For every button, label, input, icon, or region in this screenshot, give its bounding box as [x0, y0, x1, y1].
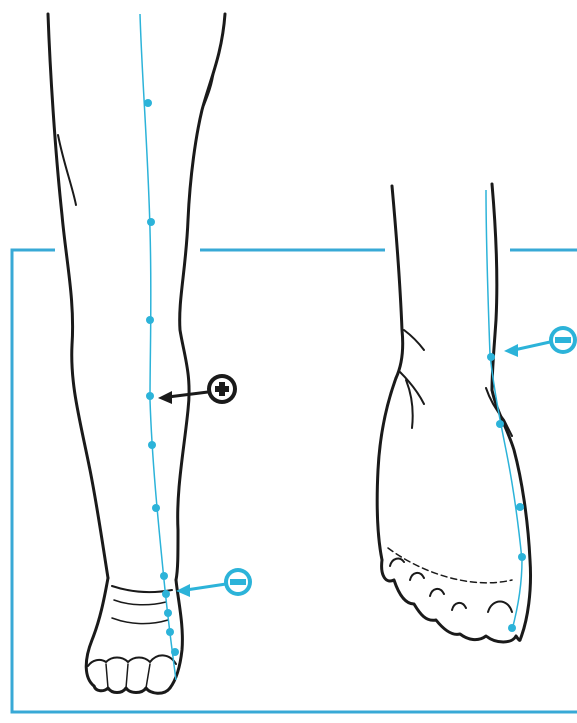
leg-meridian	[140, 14, 179, 680]
minus-marker-ankle	[176, 568, 252, 597]
toes-front	[94, 686, 170, 693]
foot-outline-left	[377, 378, 396, 560]
toe-base-line	[388, 548, 512, 583]
leg-outline-right	[176, 14, 225, 580]
foot-acupoint	[496, 420, 504, 428]
leg-acupoint	[166, 628, 174, 636]
foot-top-view	[377, 184, 530, 642]
foot-acupoint	[508, 624, 516, 632]
leg-acupoint	[171, 648, 179, 656]
leg-acupoint	[146, 316, 154, 324]
toes-tips	[88, 655, 176, 666]
toe-lines	[106, 664, 150, 688]
foot-acupoint	[487, 353, 495, 361]
leg-front-view	[48, 14, 225, 693]
leg-acupoint	[162, 590, 170, 598]
foot-meridian-line	[486, 190, 522, 630]
ankle-strap	[112, 586, 172, 592]
plus-marker	[158, 374, 237, 404]
shin-left	[392, 186, 403, 378]
foot-meridian	[486, 190, 526, 632]
leg-acupoints	[144, 99, 179, 656]
leg-acupoint	[164, 609, 172, 617]
leg-outline-left	[48, 14, 108, 578]
foot-acupoint	[516, 503, 524, 511]
instep-lines	[406, 380, 512, 436]
ankle-left	[86, 578, 108, 686]
ankle-fold	[112, 600, 168, 624]
leg-acupoint	[160, 572, 168, 580]
minus-icon	[555, 337, 571, 343]
minus-marker-foot	[504, 326, 577, 357]
leg-acupoint	[152, 504, 160, 512]
leg-acupoint	[144, 99, 152, 107]
leg-acupoint	[147, 218, 155, 226]
foot-acupoint	[518, 553, 526, 561]
frame	[12, 250, 577, 712]
foot-arrow	[514, 342, 550, 350]
foot-arrow-head	[504, 344, 518, 357]
leg-acupoint	[148, 441, 156, 449]
leg-acupoint	[146, 392, 154, 400]
minus-icon	[230, 579, 246, 585]
plus-arrow-head	[158, 391, 172, 404]
leg-meridian-line	[140, 14, 176, 680]
frame-left-bottom	[12, 250, 577, 712]
ankle-arrow	[186, 584, 226, 590]
